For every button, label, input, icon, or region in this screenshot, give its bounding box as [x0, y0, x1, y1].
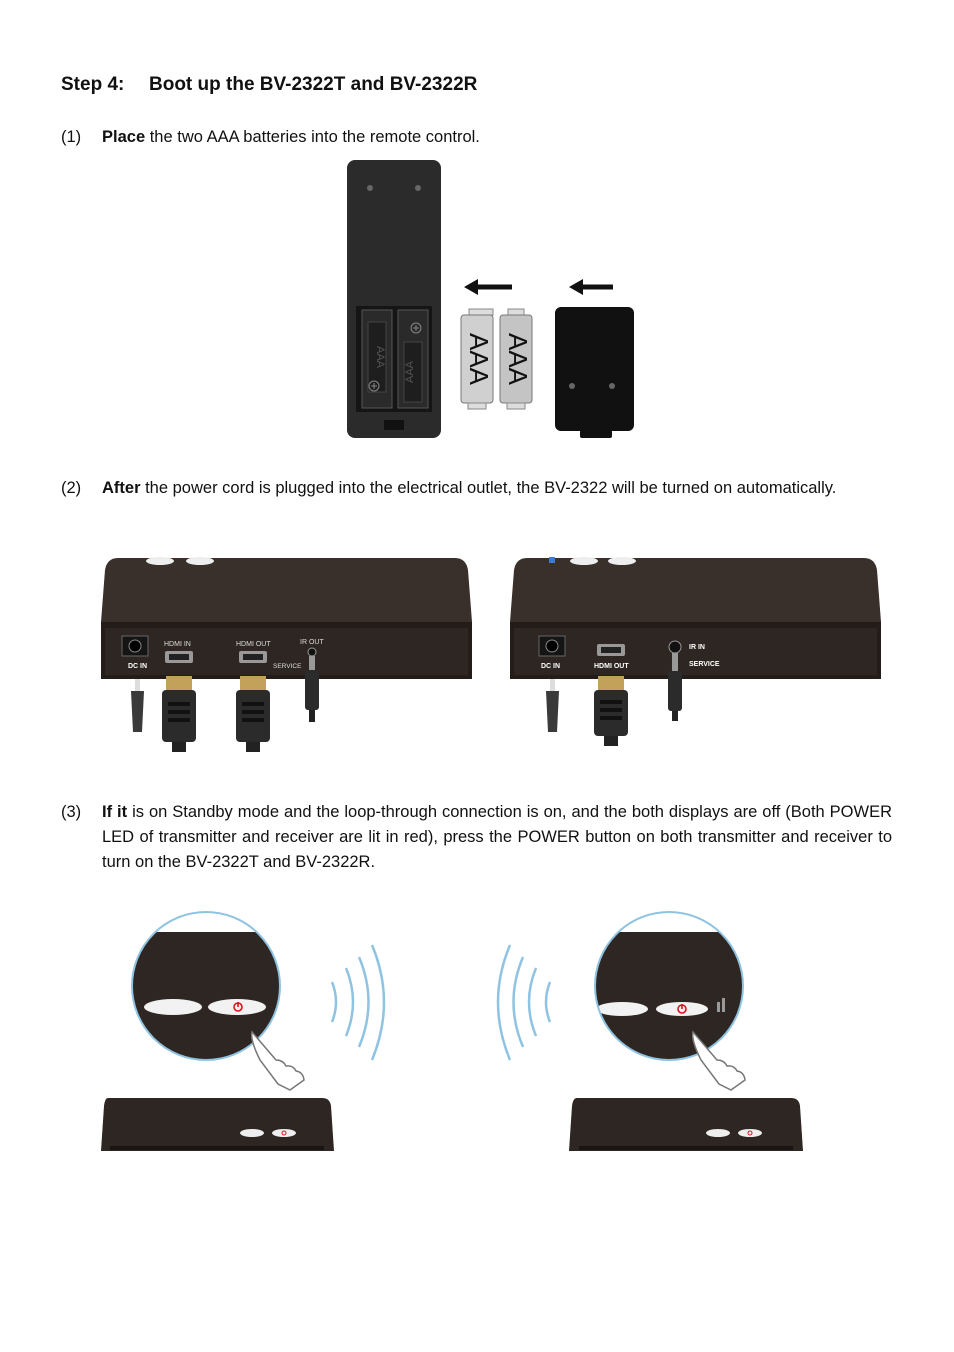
step-1: (1) Place the two AAA batteries into the…	[61, 125, 892, 150]
compartment-label-1: AAA	[374, 346, 386, 369]
power-cable	[131, 679, 144, 732]
battery-label: AAA	[464, 333, 494, 386]
step-2-text: the power cord is plugged into the elect…	[140, 479, 837, 497]
tx-hdmi-in-label: HDMI IN	[164, 641, 191, 648]
step-1-text: the two AAA batteries into the remote co…	[145, 128, 480, 146]
pointing-hand-icon	[691, 1030, 746, 1091]
insert-arrow-icon	[569, 279, 613, 295]
step-2: (2) After the power cord is plugged into…	[61, 476, 892, 501]
power-icon	[677, 1004, 687, 1014]
rx-hdmi-out-label: HDMI OUT	[594, 663, 629, 670]
signal-waves-icon	[496, 944, 552, 1061]
rx-ir-in-label: IR IN	[689, 644, 705, 651]
step-title: Boot up the BV-2322T and BV-2322R	[149, 74, 478, 95]
step-3-text: is on Standby mode and the loop-through …	[102, 803, 892, 871]
tx-service-label: SERVICE	[273, 663, 302, 670]
remote-battery-illustration: AAA AAA AAA AAA	[347, 160, 634, 438]
hdmi-cable-in	[162, 676, 196, 752]
battery-cover	[555, 307, 634, 438]
hdmi-cable-out	[594, 676, 628, 746]
transmitter-power-press-illustration	[101, 911, 386, 1151]
compartment-label-2: AAA	[404, 360, 416, 383]
step-number: Step 4:	[61, 74, 125, 95]
step-heading: Step 4: Boot up the BV-2322T and BV-2322R	[61, 74, 477, 96]
signal-waves-icon	[330, 944, 386, 1061]
step-2-bold: After	[102, 479, 141, 497]
rx-dc-in-label: DC IN	[541, 663, 560, 670]
hdmi-cable-out	[236, 676, 270, 752]
tx-hdmi-out-label: HDMI OUT	[236, 641, 271, 648]
ir-cable	[668, 653, 682, 721]
tx-ir-out-label: IR OUT	[300, 639, 324, 646]
step-3-bold: If it	[102, 803, 128, 821]
receiver-power-press-illustration	[496, 911, 803, 1151]
power-icon	[233, 1002, 243, 1012]
step-1-bold: Place	[102, 128, 146, 146]
step-3-index: (3)	[61, 803, 82, 821]
pointing-hand-icon	[250, 1030, 305, 1091]
tx-dc-in-label: DC IN	[128, 663, 147, 670]
insert-arrow-icon	[464, 279, 512, 295]
power-cable	[546, 679, 559, 732]
ir-cable	[305, 656, 319, 722]
rx-service-label: SERVICE	[689, 661, 720, 668]
transmitter-rear-panel: DC IN HDMI IN HDMI OUT IR OUT SERVICE	[101, 557, 472, 752]
receiver-rear-panel: DC IN HDMI OUT IR IN SERVICE	[510, 557, 881, 746]
step-2-index: (2)	[61, 479, 82, 497]
battery-label: AAA	[503, 333, 533, 386]
step-3: (3) If it is on Standby mode and the loo…	[61, 800, 892, 875]
step-1-index: (1)	[61, 128, 82, 146]
aaa-battery: AAA	[499, 308, 533, 410]
aaa-battery: AAA	[460, 308, 494, 410]
